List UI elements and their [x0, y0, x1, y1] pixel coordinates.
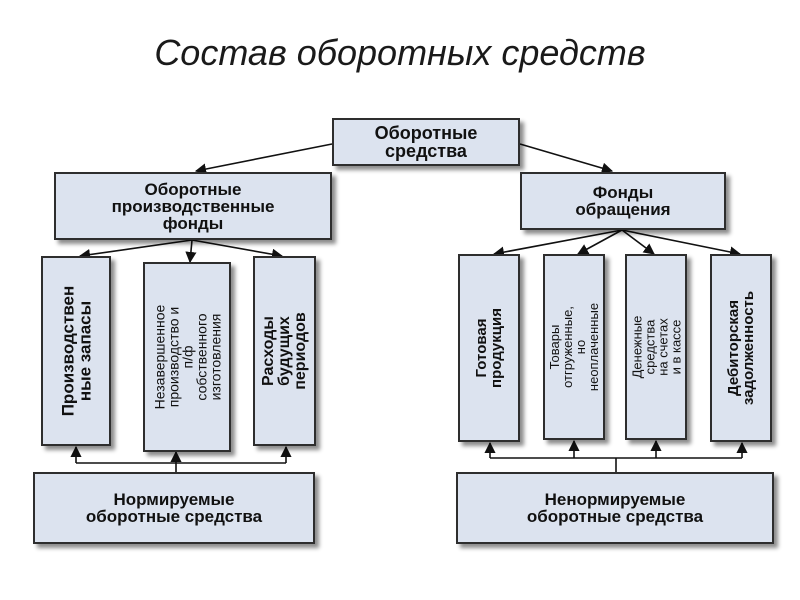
root-node: Оборотные средства: [332, 118, 520, 166]
page-title: Состав оборотных средств: [154, 32, 646, 73]
left-item-3: Расходы будущих периодов: [253, 256, 316, 446]
arrow-left-3: [191, 239, 284, 260]
right-item-1: Готовая продукция: [458, 254, 520, 442]
arrow-right-4: [621, 229, 742, 258]
right-item-2: Товары отгруженные, но неоплаченные: [543, 254, 605, 440]
right-item-4-label: Дебиторская задолженность: [725, 290, 757, 406]
arrow-left-1: [78, 239, 193, 261]
left-item-1: Производствен ные запасы: [41, 256, 111, 446]
right-item-3-label: Денежные средства на счетах и в кассе: [629, 315, 683, 379]
left-item-2-label: Незавершенное производство и п/ф собстве…: [151, 304, 224, 410]
arrow-right-2: [577, 229, 623, 255]
arrow-right-1: [492, 229, 623, 258]
arrow-root-left: [194, 143, 333, 175]
left-item-3-label: Расходы будущих периодов: [259, 312, 309, 390]
right-item-3: Денежные средства на счетах и в кассе: [625, 254, 687, 440]
arrow-root-right: [519, 143, 614, 174]
left-footer-node: Нормируемые оборотные средства: [33, 472, 315, 544]
left-item-2: Незавершенное производство и п/ф собстве…: [143, 262, 231, 452]
right-footer-node: Ненормируемые оборотные средства: [456, 472, 774, 544]
left-item-1-label: Производствен ные запасы: [58, 285, 95, 417]
right-item-2-label: Товары отгруженные, но неоплаченные: [547, 302, 601, 392]
arrow-left-2: [185, 239, 197, 264]
left-group-node: Оборотные производственные фонды: [54, 172, 332, 240]
right-group-node: Фонды обращения: [520, 172, 726, 230]
arrow-right-3: [621, 229, 655, 255]
right-item-1-label: Готовая продукция: [473, 308, 505, 388]
right-item-4: Дебиторская задолженность: [710, 254, 772, 442]
